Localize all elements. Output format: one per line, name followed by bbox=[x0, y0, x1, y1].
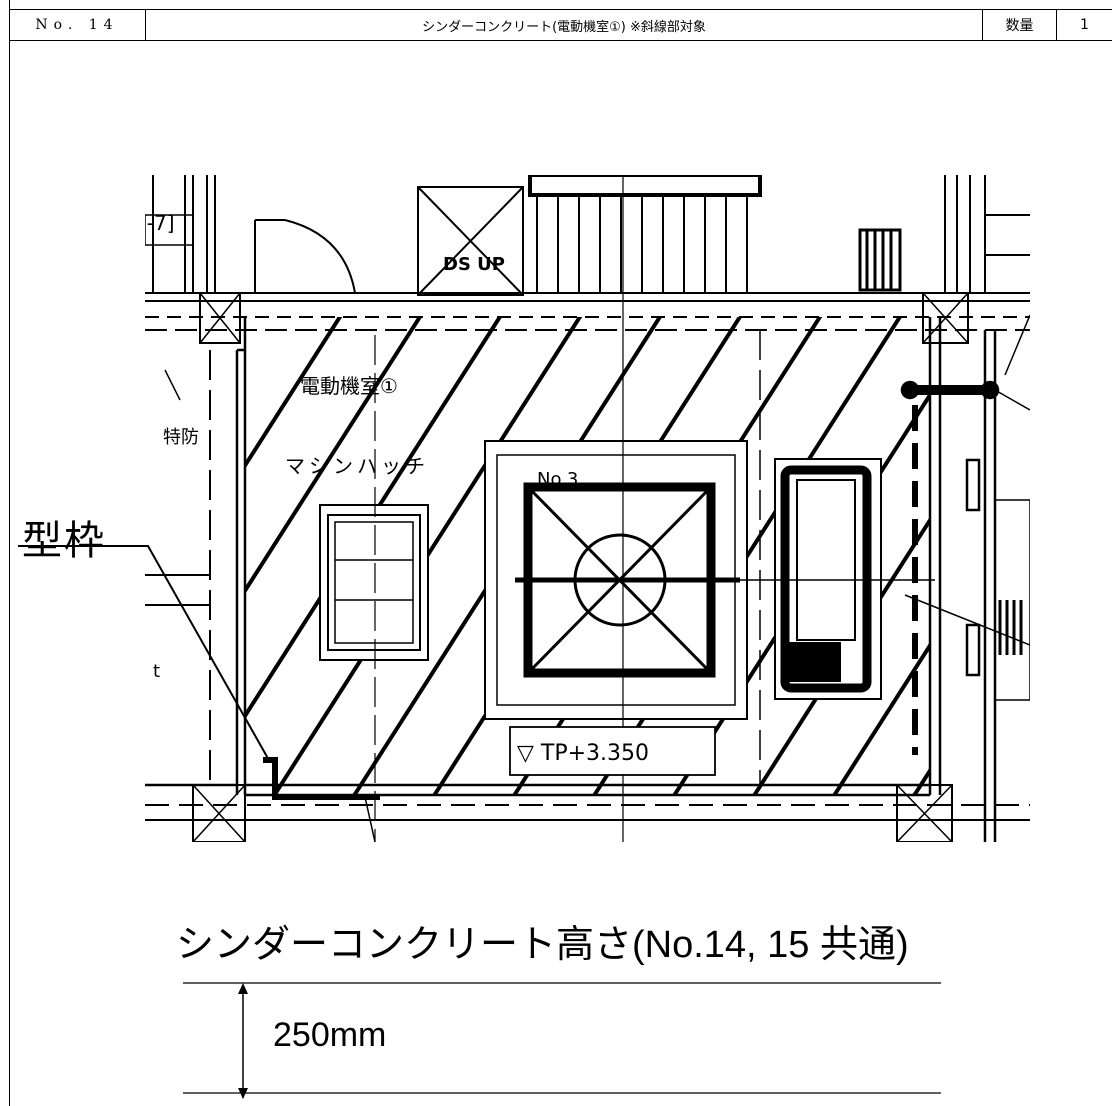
header-table: No. 14 シンダーコンクリート(電動機室①) ※斜線部対象 数量 1 bbox=[9, 9, 1112, 41]
level-label: ▽ TP+3.350 bbox=[517, 741, 649, 766]
hatch-label: マシンハッチ bbox=[285, 454, 429, 478]
page-border bbox=[9, 0, 1112, 1106]
machine-hatch bbox=[319, 504, 429, 661]
stair-label: 特防 bbox=[163, 427, 199, 448]
t-label: t bbox=[153, 661, 160, 682]
sheet-number: No. 14 bbox=[9, 10, 146, 40]
dimension-lines bbox=[183, 982, 941, 1099]
cinder-height-caption: シンダーコンクリート高さ(No.14, 15 共通) bbox=[176, 924, 909, 966]
equipment-right bbox=[774, 458, 882, 700]
quantity-value: 1 bbox=[1080, 17, 1089, 33]
floor-plan-drawing: [-7] DS UP 電動機室① 特防 マシンハッチ No.3 ▽ TP+3.3… bbox=[145, 175, 1030, 842]
ds-label: DS UP bbox=[443, 254, 505, 275]
no3-label: No.3 bbox=[537, 469, 578, 490]
quantity-label: 数量 bbox=[983, 10, 1057, 40]
formwork-label: 型枠 bbox=[22, 518, 106, 564]
equipment-no3 bbox=[484, 440, 935, 720]
room-label: 電動機室① bbox=[300, 374, 398, 398]
dimension-value: 250mm bbox=[273, 1016, 387, 1054]
ref-label: [-7] bbox=[145, 211, 175, 235]
height-dimension: 250mm bbox=[183, 980, 941, 1100]
sheet-title: シンダーコンクリート(電動機室①) ※斜線部対象 bbox=[146, 10, 983, 40]
